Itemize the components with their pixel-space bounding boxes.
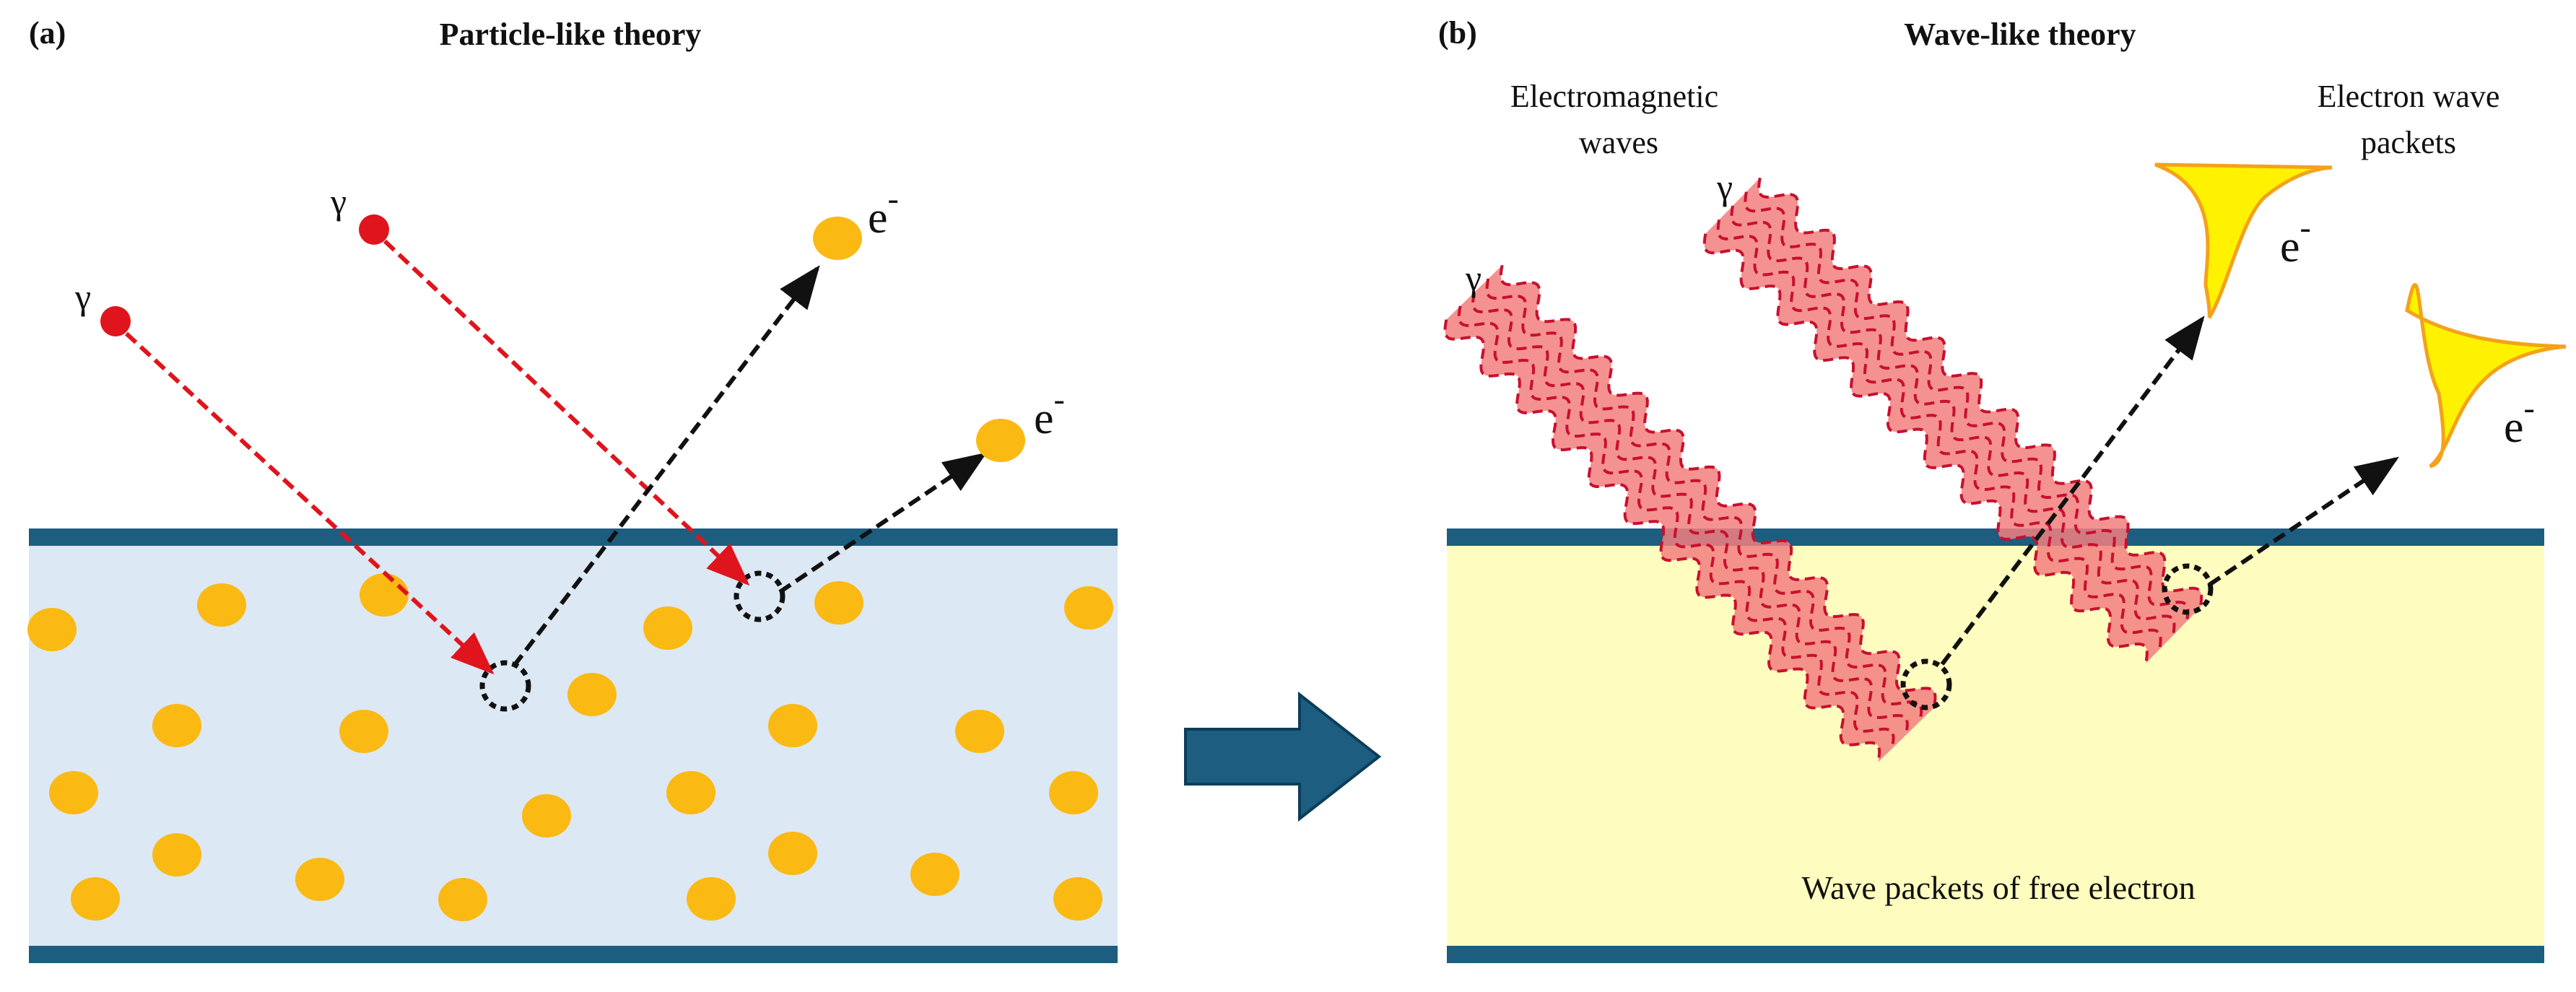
packets-label-line2: packets	[2361, 125, 2456, 160]
em-wave-band-2	[1704, 178, 2202, 663]
em-waves-label-line2: waves	[1579, 125, 1658, 160]
ejected-electron-1-label: e-	[868, 180, 899, 243]
electron-path-b1	[1940, 316, 2205, 666]
panel-a: (a) Particle-like theory	[27, 15, 1118, 963]
photon-1-label: γ	[74, 277, 91, 317]
wave-1-photon-label: γ	[1465, 258, 1481, 298]
photon-path-2	[383, 239, 750, 586]
packets-label-line1: Electron wave	[2318, 79, 2500, 114]
em-wave-band-1	[1445, 265, 1936, 762]
free-electron-packets-label: Wave packets of free electron	[1801, 869, 2195, 906]
packet-1-electron-label: e-	[2280, 209, 2311, 271]
slab-bottom-border-b	[1447, 946, 2544, 963]
slab-bottom-border-a	[29, 946, 1118, 963]
vacancy-site-b1	[1900, 658, 1952, 710]
panel-a-tag: (a)	[29, 15, 66, 51]
vacancy-site-2	[734, 570, 786, 622]
electron-wave-packet-1	[2154, 162, 2333, 319]
vacancy-site-b2	[2162, 563, 2214, 615]
photon-2	[359, 214, 389, 245]
right-block-arrow-icon	[1184, 691, 1382, 822]
electron-path-b2	[2208, 456, 2399, 587]
photon-path-1	[124, 331, 495, 675]
photon-1	[100, 306, 131, 336]
ejected-electron-2-label: e-	[1034, 380, 1065, 443]
panel-b-title: Wave-like theory	[1904, 17, 2136, 52]
vacancy-site-1	[479, 660, 531, 712]
panel-b: (b) Wave-like theory Electromagnetic wav…	[1438, 15, 2567, 963]
metal-slab-b	[1447, 534, 2544, 953]
electron-path-2	[778, 452, 987, 594]
panel-a-title: Particle-like theory	[440, 17, 702, 52]
slab-top-border-a	[29, 528, 1118, 546]
bound-electrons-a	[27, 573, 1113, 921]
metal-slab-a	[29, 534, 1118, 953]
photon-2-label: γ	[330, 181, 347, 222]
em-wave-bands	[1443, 178, 2203, 763]
slab-top-border-b	[1447, 528, 2544, 546]
wave-2-photon-label: γ	[1716, 167, 1733, 207]
packet-2-electron-label: e-	[2504, 389, 2535, 452]
ejected-electron-1	[813, 217, 862, 260]
ejected-electron-2	[976, 419, 1025, 462]
electron-wave-packet-2	[2405, 283, 2567, 469]
electron-path-1	[512, 265, 820, 667]
em-waves-label-line1: Electromagnetic	[1510, 79, 1718, 114]
panel-b-tag: (b)	[1438, 15, 1477, 51]
